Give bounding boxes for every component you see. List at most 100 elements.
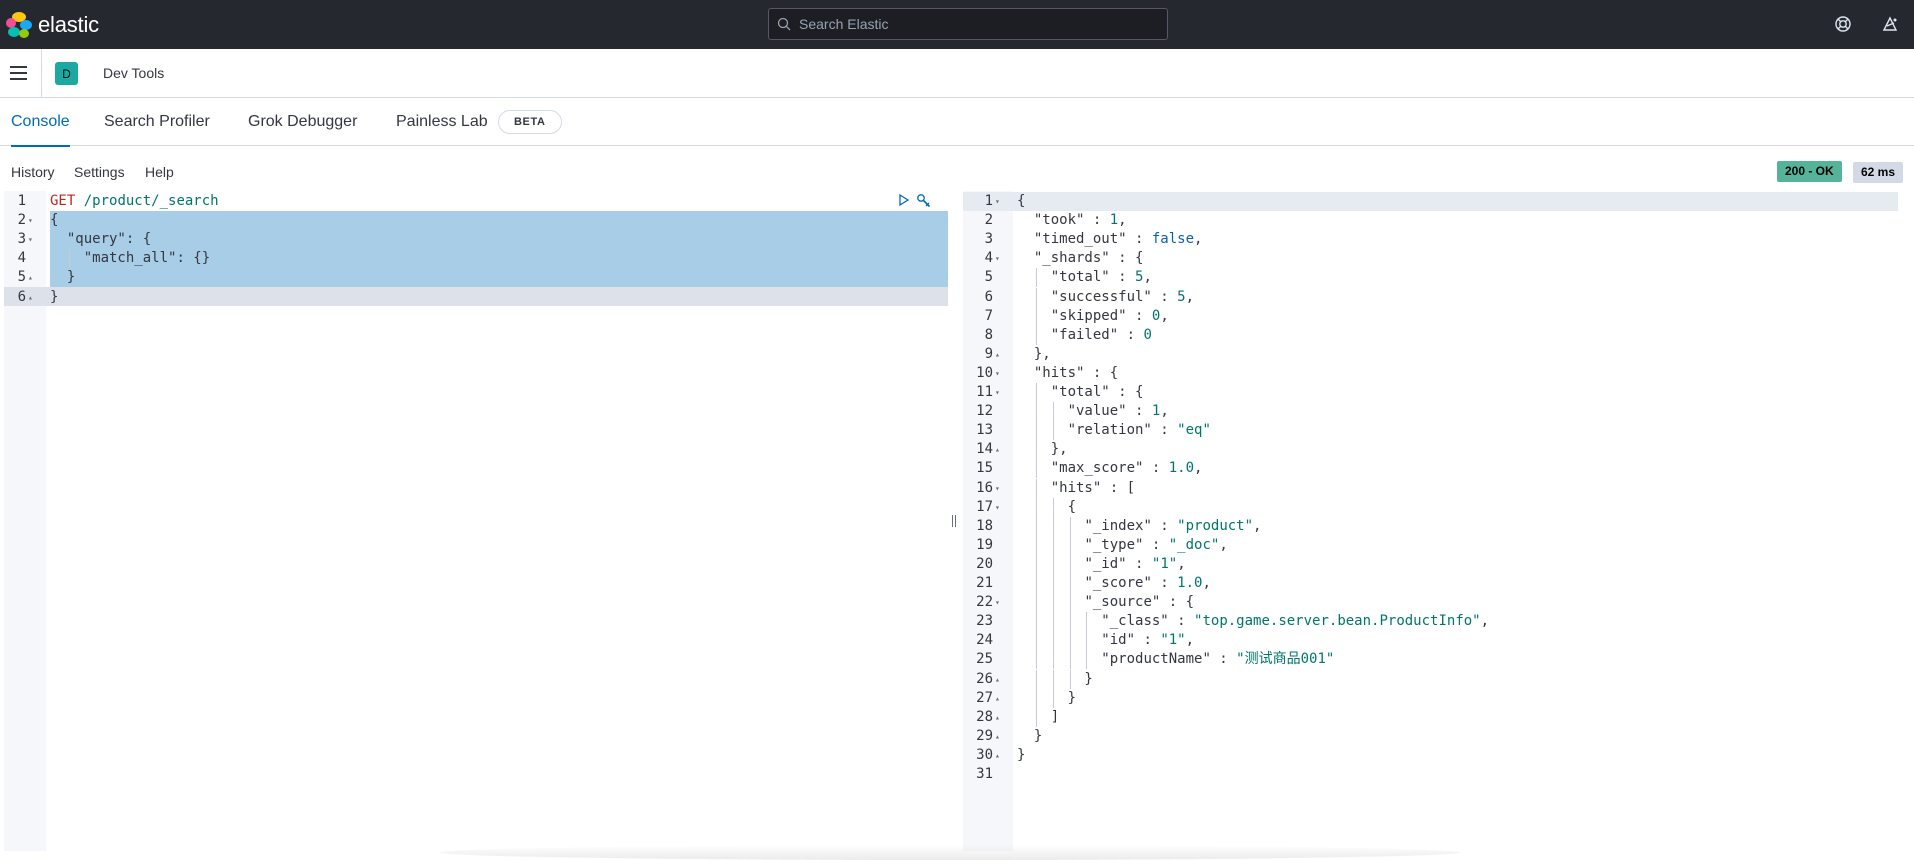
- line-number: 4: [984, 250, 993, 267]
- indent-guide: [1035, 478, 1037, 498]
- fold-down-icon[interactable]: ▾: [28, 216, 33, 226]
- code-text: }: [1017, 689, 1077, 706]
- code-text: "_id" : "1",: [1084, 555, 1186, 572]
- help-link[interactable]: Help: [145, 164, 174, 180]
- code-line: 27▴ }: [963, 688, 1909, 708]
- global-search[interactable]: [768, 8, 1168, 40]
- fold-down-icon[interactable]: ▾: [995, 388, 1000, 397]
- line-number: 1: [17, 193, 26, 209]
- line-number: 21: [976, 575, 993, 591]
- indent-guide: [1035, 574, 1037, 593]
- indent-guide: [1086, 631, 1088, 651]
- settings-link[interactable]: Settings: [74, 164, 125, 180]
- response-editor[interactable]: 1▾{2 "took" : 1,3 "timed_out" : false,4▾…: [963, 191, 1909, 851]
- indent-guide: [68, 249, 70, 269]
- code-text: }: [50, 269, 76, 286]
- fold-down-icon[interactable]: ▾: [995, 502, 1000, 512]
- indent-guide: [1052, 535, 1054, 555]
- tab-grok-debugger[interactable]: Grok Debugger: [248, 113, 358, 130]
- code-line: 1▾ {: [963, 192, 1909, 211]
- line-number: 10: [976, 364, 993, 381]
- fold-up-icon[interactable]: ▴: [995, 349, 1000, 359]
- code-text: "total" : 5,: [1050, 269, 1152, 286]
- fold-down-icon[interactable]: ▾: [995, 598, 1000, 608]
- fold-down-icon[interactable]: ▾: [995, 368, 1000, 378]
- code-text: {: [1017, 498, 1077, 515]
- line-number: 1: [984, 193, 993, 209]
- code-text: },: [1017, 441, 1068, 458]
- response-time-badge: 62 ms: [1853, 162, 1904, 183]
- indent-guide: [1035, 688, 1037, 708]
- code-line: 3▾ "query": {: [4, 230, 948, 249]
- fold-up-icon[interactable]: ▴: [995, 712, 1000, 722]
- indent-guide: [1035, 554, 1037, 574]
- code-line: 10▾ "hits" : {: [963, 364, 1909, 383]
- indent-guide: [1035, 612, 1037, 632]
- code-line: 5▴ }: [4, 268, 948, 287]
- fold-down-icon[interactable]: ▾: [995, 483, 1000, 493]
- newsfeed-icon[interactable]: [1880, 14, 1900, 34]
- fold-up-icon[interactable]: ▴: [28, 273, 33, 283]
- code-line: 11▾ "total" : {: [963, 383, 1909, 402]
- play-icon[interactable]: [898, 193, 910, 207]
- fold-up-icon[interactable]: ▴: [995, 750, 1000, 760]
- line-number: 31: [976, 766, 993, 782]
- menu-icon[interactable]: [10, 65, 28, 81]
- wrench-icon[interactable]: [916, 193, 932, 209]
- indent-guide: [1035, 631, 1037, 651]
- line-number: 4: [17, 250, 26, 267]
- indent-guide: [1052, 497, 1054, 517]
- indent-guide: [1052, 593, 1054, 613]
- code-line: 9▴ },: [963, 345, 1909, 364]
- code-line: 4 "match_all": {}: [4, 249, 948, 269]
- fold-up-icon[interactable]: ▴: [995, 693, 1000, 703]
- fold-down-icon[interactable]: ▾: [28, 235, 33, 245]
- code-line: 17▾ {: [963, 497, 1909, 517]
- fold-up-icon[interactable]: ▴: [28, 292, 33, 302]
- line-number: 13: [976, 422, 993, 439]
- space-avatar[interactable]: D: [55, 62, 78, 85]
- indent-guide: [1035, 497, 1037, 517]
- line-number: 2: [984, 212, 993, 229]
- status-badge: 200 - OK: [1777, 161, 1842, 182]
- help-icon[interactable]: [1833, 14, 1853, 34]
- indent-guide: [1035, 459, 1037, 479]
- line-number: 25: [976, 651, 993, 668]
- indent-guide: [1052, 574, 1054, 593]
- search-input[interactable]: [799, 16, 1149, 32]
- history-link[interactable]: History: [11, 164, 55, 180]
- indent-guide: [1069, 650, 1071, 670]
- line-number: 7: [984, 307, 993, 324]
- code-line: 20 "_id" : "1",: [963, 554, 1909, 574]
- tab-console[interactable]: Console: [11, 98, 70, 147]
- breadcrumb-app-title[interactable]: Dev Tools: [103, 65, 165, 81]
- indent-guide: [1052, 688, 1054, 708]
- scroll-shadow: [440, 845, 1460, 860]
- line-number: 28: [976, 708, 993, 725]
- request-selection: [50, 211, 948, 287]
- fold-up-icon[interactable]: ▴: [995, 731, 1000, 741]
- code-line: 23 "_class" : "top.game.server.bean.Prod…: [963, 612, 1909, 632]
- code-line: 8 "failed" : 0: [963, 325, 1909, 345]
- line-number: 3: [17, 231, 26, 248]
- code-text: "_shards" : {: [1033, 250, 1144, 267]
- indent-guide: [1035, 440, 1037, 460]
- line-number: 17: [976, 498, 993, 515]
- code-text: "timed_out" : false,: [1033, 231, 1203, 248]
- indent-guide: [1035, 402, 1037, 422]
- fold-down-icon[interactable]: ▾: [995, 254, 1000, 264]
- code-text: "value" : 1,: [1067, 403, 1169, 420]
- elastic-logo[interactable]: elastic: [6, 12, 99, 38]
- code-text: {: [1017, 193, 1026, 209]
- fold-down-icon[interactable]: ▾: [995, 197, 1000, 206]
- indent-guide: [1052, 421, 1054, 441]
- tab-painless-lab[interactable]: Painless Lab: [396, 113, 488, 130]
- indent-guide: [1052, 650, 1054, 670]
- tab-search-profiler[interactable]: Search Profiler: [104, 113, 210, 130]
- code-line: 6▴}: [4, 288, 948, 307]
- fold-up-icon[interactable]: ▴: [995, 445, 1000, 455]
- fold-up-icon[interactable]: ▴: [995, 674, 1000, 684]
- panel-resizer[interactable]: [952, 515, 956, 527]
